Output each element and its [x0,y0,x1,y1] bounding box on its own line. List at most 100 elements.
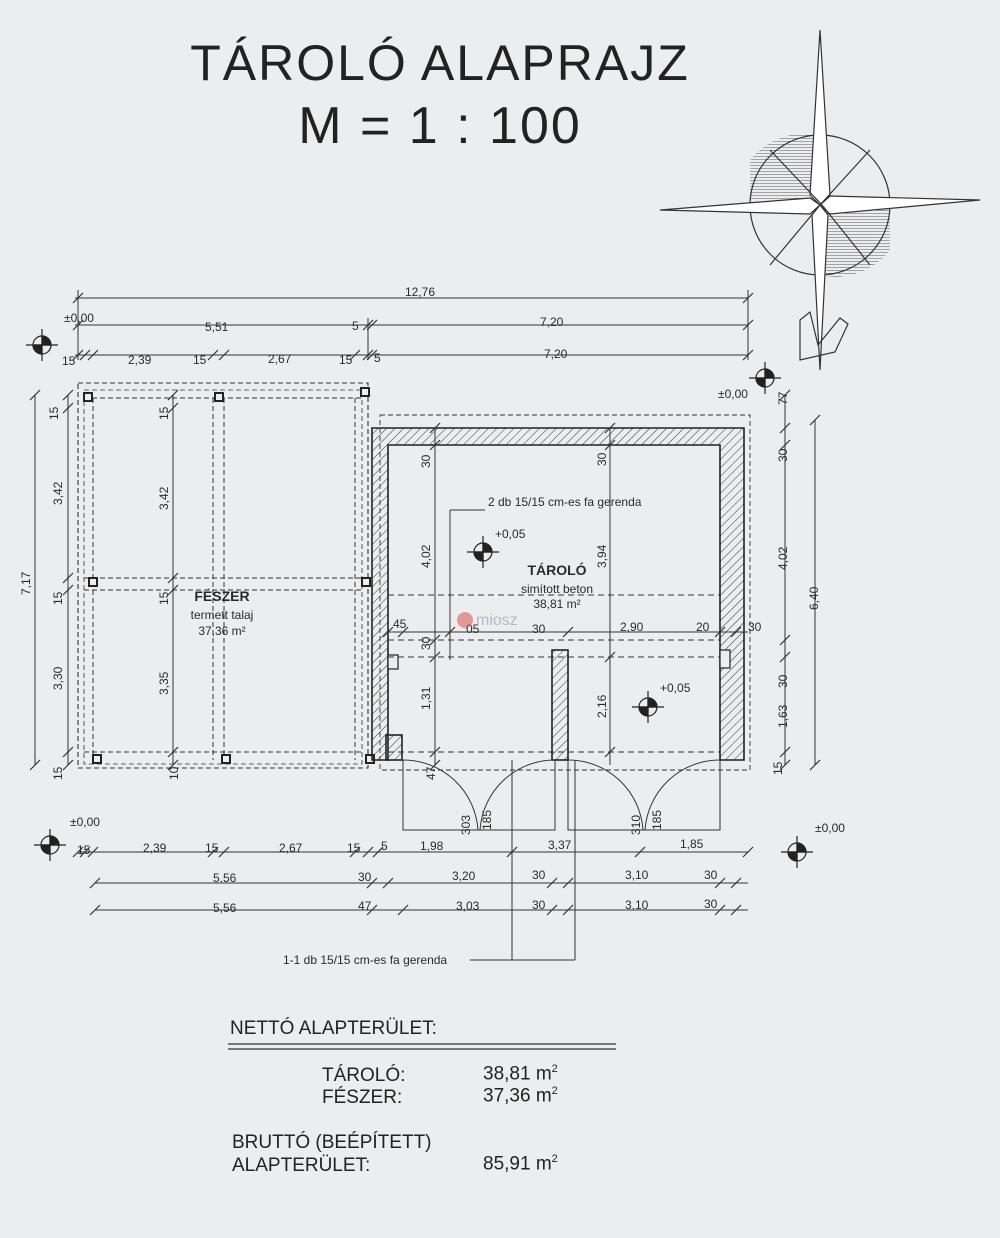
summary-row-label: FÉSZER: [322,1087,403,1108]
dim-label: 30 [776,674,790,688]
gross-area-label: ALAPTERÜLET: [232,1155,371,1176]
dimension-lines [34,290,816,911]
dimension-tick [207,349,219,361]
room-labels: FÉSZER termett talaj 37,36 m² TÁROLÓ sim… [191,561,593,638]
dim-label: 5,56 [213,871,237,885]
dim-label: 30 [419,454,433,468]
dim-label: 3,94 [595,544,609,568]
dim-label: 2,90 [620,620,644,634]
dim-label: 5 [374,351,381,365]
dimension-tick [62,572,74,584]
tarolo-room-name: TÁROLÓ [527,561,586,578]
dim-label: 15 [205,841,219,855]
dimension-tick [730,626,742,638]
dim-label: 30 [704,897,718,911]
dimension-tick [429,422,441,434]
watermark-text: miosz [476,612,518,629]
dim-label: 2,39 [128,353,152,367]
feszer-area: 37,36 m² [198,624,245,638]
dimension-tick [218,349,230,361]
feszer-floor-type: termett talaj [191,608,254,622]
dim-label: 30 [776,448,790,462]
dimension-tick [62,584,74,596]
tarolo-area: 38,81 m² [533,597,580,611]
dimension-tick [742,319,754,331]
miosz-watermark: miosz [457,612,518,629]
dimension-tick [87,846,99,858]
dim-label: 3,10 [625,898,649,912]
dim-label: 4,02 [776,546,790,570]
dimension-tick [714,626,726,638]
dimension-tick [29,389,41,401]
dimension-tick [372,846,384,858]
dimension-tick [62,759,74,771]
dim-label: 20 [696,620,710,634]
dimension-tick [349,846,361,858]
dimension-tick [562,877,574,889]
dim-label: 15 [771,761,785,775]
door-swings [402,759,721,961]
dim-label: 10 [167,766,181,780]
summary-header: NETTÓ ALAPTERÜLET: [230,1018,437,1039]
dim-label: 5 [381,839,388,853]
dimension-tick [72,349,84,361]
dimension-tick [362,846,374,858]
dim-label: 1,98 [420,839,444,853]
dimension-tick [730,904,742,916]
dim-label: 30 [419,636,433,650]
dim-label: 45 [393,617,407,631]
dim-label: 3,35 [157,671,171,695]
dimension-tick [397,904,409,916]
dimension-tick [742,349,754,361]
dim-label: 5 [352,319,359,333]
dim-label: 15 [193,353,207,367]
dimension-tick [809,759,821,771]
dimension-tick [29,759,41,771]
dim-label: 30 [532,868,546,882]
door-dim-label: 185 [650,810,664,830]
dim-label: 12,76 [405,285,435,299]
dimension-tick [349,349,361,361]
feszer-posts [83,387,375,764]
dim-label: 15 [77,843,91,857]
dim-label: 15 [157,406,171,420]
dim-label: 1,63 [776,704,790,728]
dim-label: 30 [595,452,609,466]
dimension-tick [397,626,409,638]
dimension-tick [779,389,791,401]
drawing-scale: M = 1 : 100 [298,97,582,155]
dimension-tick [62,402,74,414]
dim-label: 15 [347,841,361,855]
dim-label: 30 [358,870,372,884]
dim-label: 1,31 [419,686,433,710]
dimension-tick [562,904,574,916]
level-label: +0,05 [495,527,526,541]
dimension-ticks [29,292,821,916]
dim-label: 30 [532,898,546,912]
dimension-tick [604,422,616,434]
dimension-tick [429,651,441,663]
feszer-room-name: FÉSZER [194,588,249,604]
dim-label: 30 [748,620,762,634]
dim-label: 3,03 [456,899,480,913]
dim-label: 3,42 [157,486,171,510]
dim-label: 47 [358,899,372,913]
dim-label: 3,37 [548,838,572,852]
dimension-tick [167,402,179,414]
dimension-tick [72,292,84,304]
dim-label: 15 [339,353,353,367]
dim-label: 30 [532,622,546,636]
dimension-tick [218,846,230,858]
summary-row-value: 38,81 m2 [483,1063,558,1085]
drawing-title: TÁROLÓ ALAPRAJZ [190,35,690,91]
dim-label: 15 [62,354,76,368]
dim-label: 2,67 [279,841,303,855]
dim-label: 3,20 [452,869,476,883]
dim-label: 7,20 [544,347,568,361]
dimension-tick [546,904,558,916]
dimension-tick [742,292,754,304]
door-dim-label: 185 [480,810,494,830]
summary-row-label: TÁROLÓ: [322,1065,406,1086]
dimension-tick [779,651,791,663]
